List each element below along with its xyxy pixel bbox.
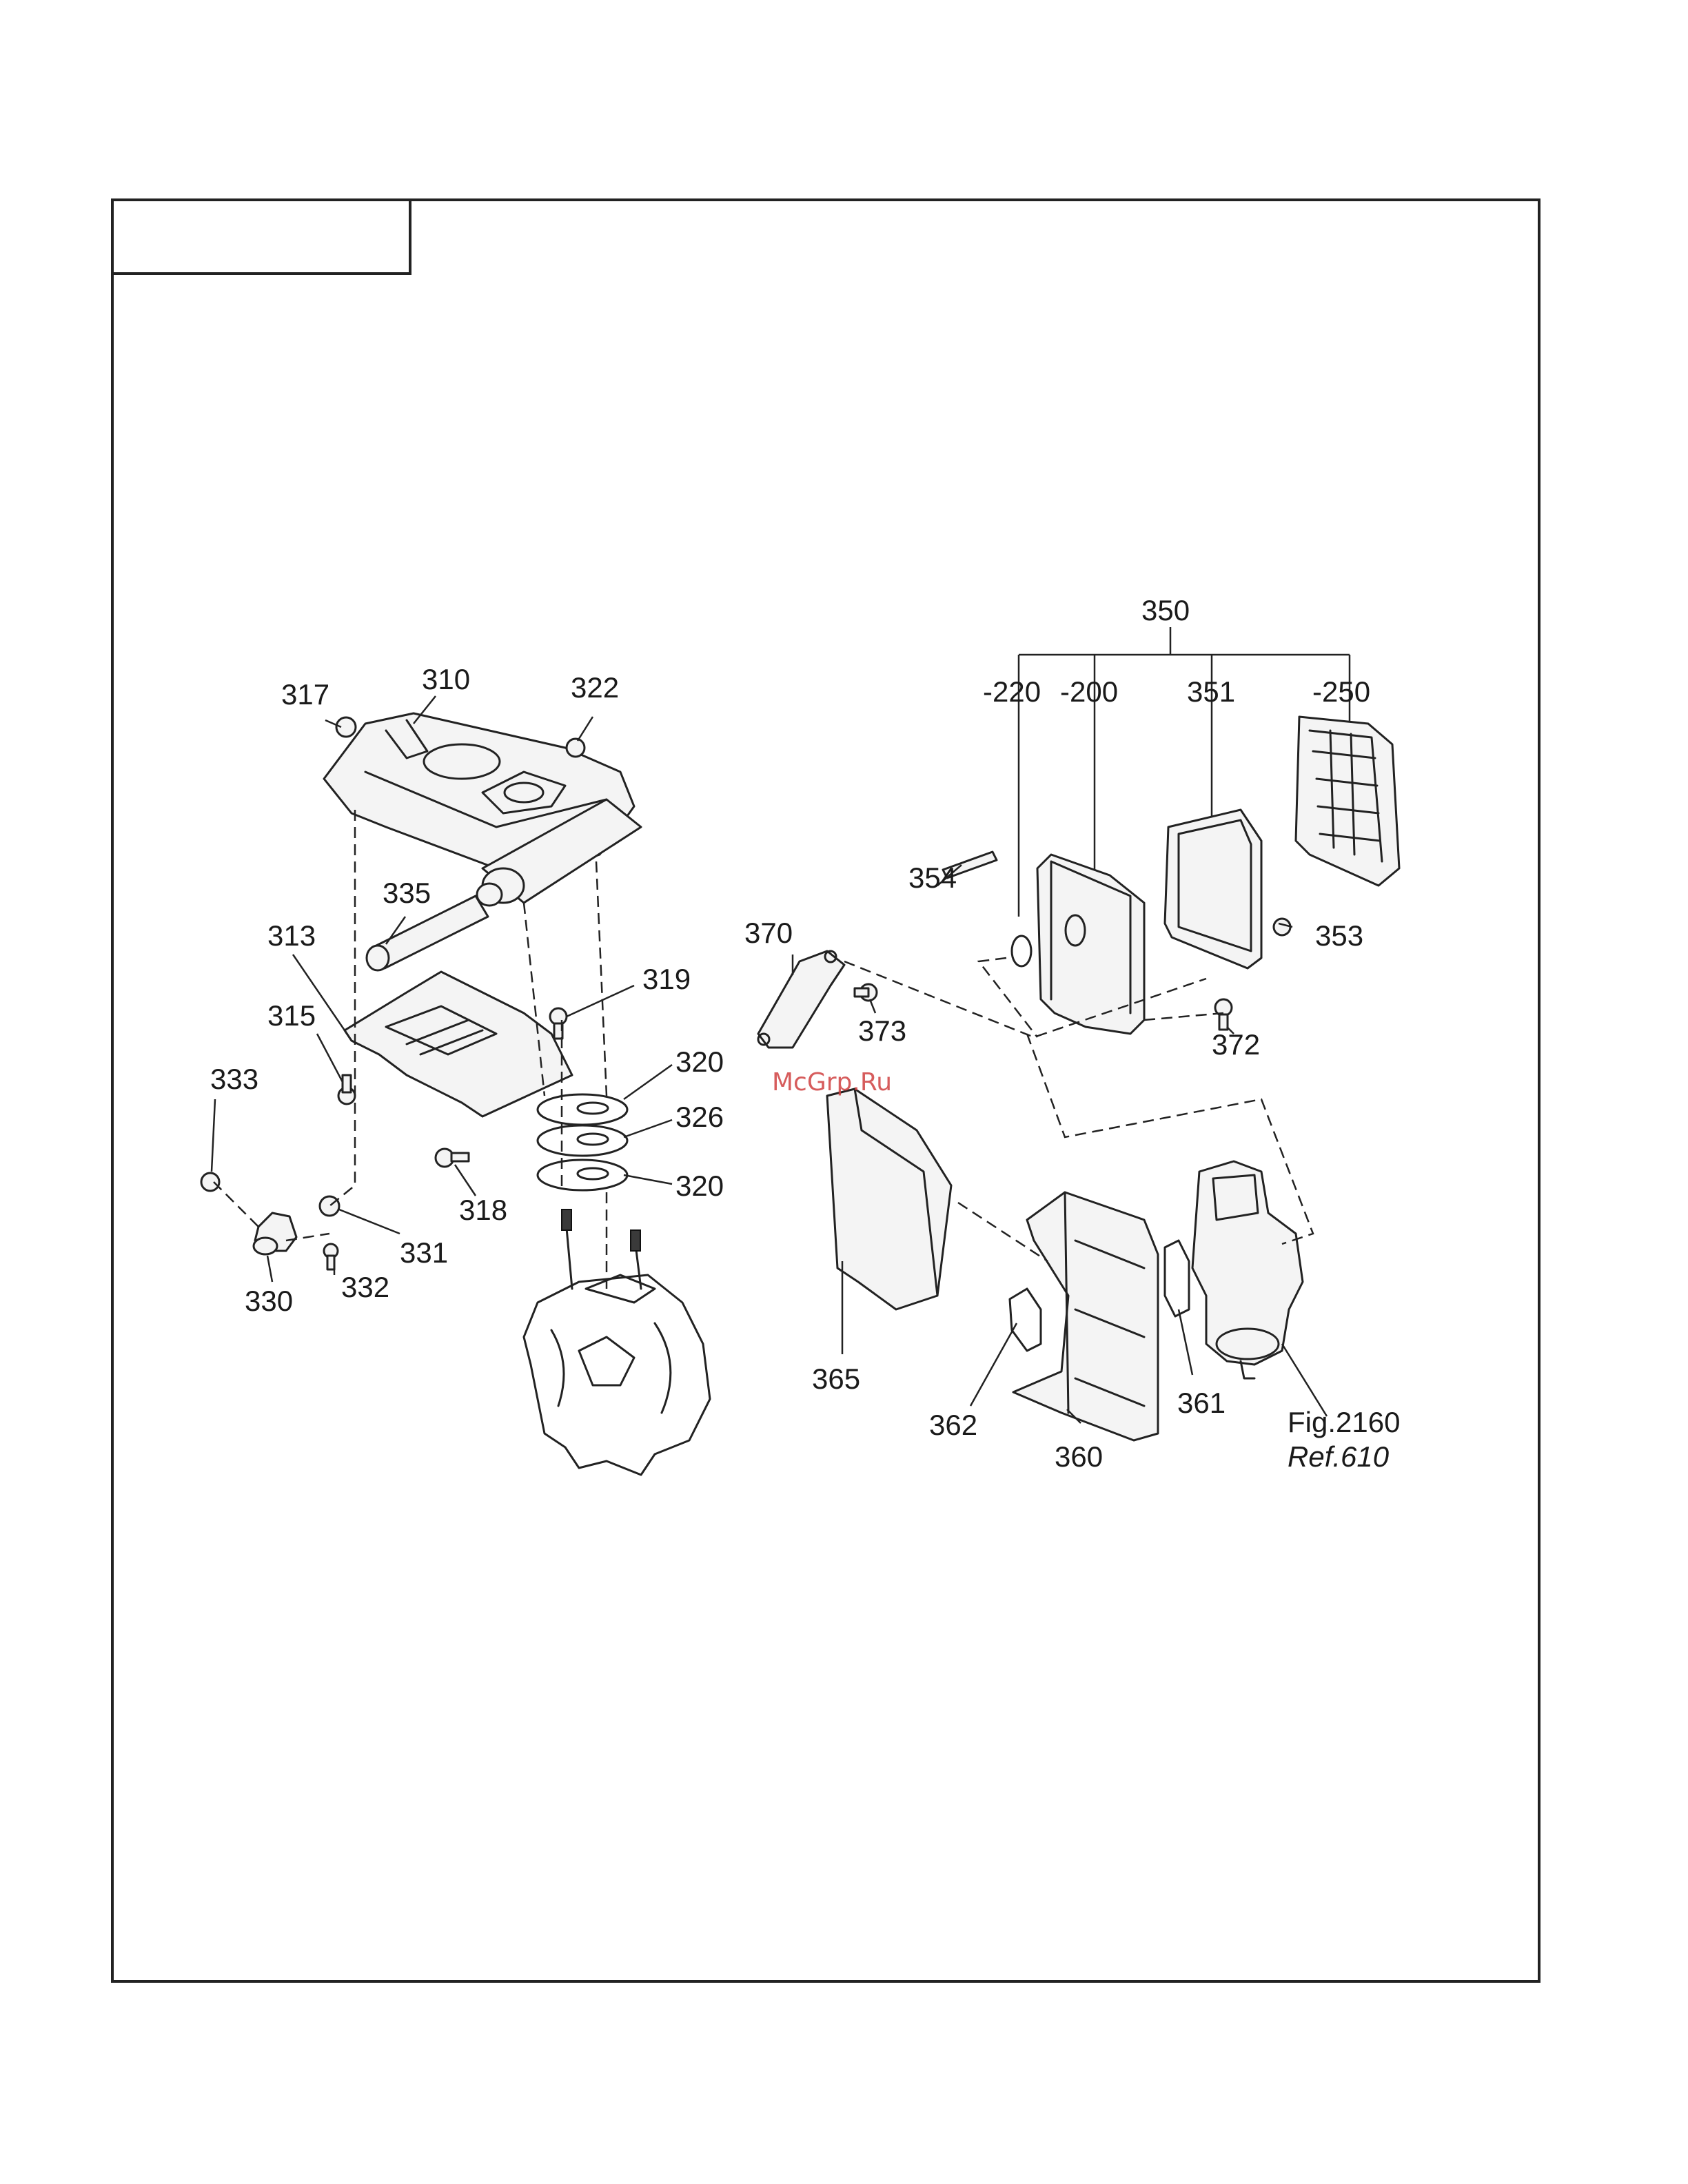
label-ref: Ref.610	[1288, 1440, 1390, 1473]
label-365: 365	[812, 1363, 860, 1395]
bracket-350	[1019, 627, 1350, 655]
label-320a: 320	[675, 1045, 724, 1078]
engine-block	[524, 1275, 710, 1475]
label-fig: Fig.2160	[1288, 1406, 1400, 1438]
label-313: 313	[267, 919, 316, 952]
label-373: 373	[858, 1014, 906, 1047]
cleaner-cover	[1296, 717, 1399, 886]
air-cleaner-case	[1037, 855, 1144, 1034]
label-331: 331	[400, 1236, 448, 1269]
muffler-assembly	[201, 713, 710, 1475]
label-317: 317	[281, 678, 329, 711]
gasket-320a	[538, 1094, 627, 1125]
label-310: 310	[422, 663, 470, 695]
label-319: 319	[642, 963, 691, 995]
carburetor	[1192, 1161, 1303, 1365]
label-200: -200	[1060, 675, 1118, 708]
label-353: 353	[1315, 919, 1363, 952]
watermark: McGrp.Ru	[772, 1068, 892, 1096]
label-362: 362	[929, 1409, 977, 1441]
nut-333	[201, 1173, 219, 1191]
label-372: 372	[1212, 1028, 1260, 1061]
gasket-320b	[538, 1160, 627, 1190]
label-330: 330	[245, 1285, 293, 1317]
washer-353	[1274, 919, 1290, 935]
gasket-220	[1012, 936, 1031, 966]
air-cleaner-assembly	[758, 627, 1399, 1440]
label-335: 335	[383, 877, 431, 909]
element-365	[827, 1089, 951, 1309]
label-326: 326	[675, 1101, 724, 1133]
stay-370	[758, 951, 844, 1048]
label-320b: 320	[675, 1170, 724, 1202]
label-318: 318	[459, 1194, 507, 1226]
label-360: 360	[1055, 1440, 1103, 1473]
gasket-362	[1010, 1289, 1041, 1351]
label-220: -220	[983, 675, 1041, 708]
label-315: 315	[267, 999, 316, 1032]
heat-shield	[345, 972, 572, 1116]
title-box	[112, 200, 410, 274]
gasket-361	[1165, 1241, 1189, 1316]
gasket-326	[538, 1125, 627, 1156]
label-354: 354	[908, 861, 957, 894]
label-351: 351	[1187, 675, 1235, 708]
label-333: 333	[210, 1063, 258, 1095]
label-250: -250	[1312, 675, 1370, 708]
label-332: 332	[341, 1271, 389, 1303]
washer-331	[320, 1196, 339, 1216]
label-370: 370	[744, 917, 793, 949]
label-322: 322	[571, 671, 619, 704]
label-350: 350	[1141, 594, 1190, 626]
label-361: 361	[1177, 1387, 1226, 1419]
